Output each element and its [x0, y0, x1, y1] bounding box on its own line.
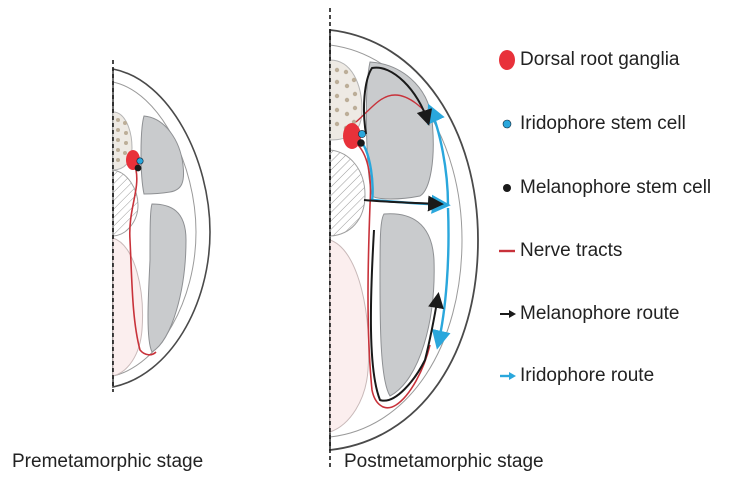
iridophore-stem-left — [137, 158, 143, 164]
legend-iridophore-route-label: Iridophore route — [520, 365, 654, 387]
postmetamorphic-section — [330, 8, 478, 470]
legend-melanophore-route-label: Melanophore route — [520, 303, 680, 325]
caption-premetamorphic: Premetamorphic stage — [12, 451, 203, 473]
legend-iridophore-stem-label: Iridophore stem cell — [520, 113, 686, 135]
legend-drg-label: Dorsal root ganglia — [520, 49, 679, 71]
iridophore-stem-legend-swatch — [503, 120, 511, 128]
melanophore-route-legend-swatch — [500, 310, 516, 318]
caption-postmetamorphic: Postmetamorphic stage — [344, 451, 544, 473]
iridophore-route-legend-swatch — [500, 372, 516, 380]
melanophore-stem-left — [135, 165, 142, 172]
legend-symbols — [499, 50, 516, 380]
legend-nerve-label: Nerve tracts — [520, 240, 622, 262]
drg-legend-swatch — [499, 50, 515, 70]
premetamorphic-section — [113, 60, 210, 392]
melanophore-stem-legend-swatch — [503, 184, 511, 192]
iridophore-stem-right — [358, 130, 365, 137]
legend-melanophore-stem-label: Melanophore stem cell — [520, 177, 711, 199]
melanophore-stem-right — [357, 139, 365, 147]
